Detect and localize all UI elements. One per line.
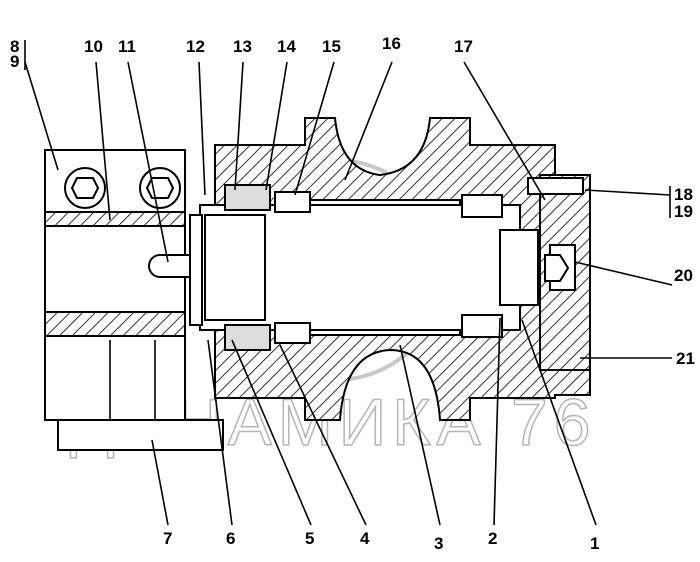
callout-18: 18 <box>674 185 693 204</box>
callout-labels: 8 9 10 11 12 13 14 15 16 17 18 19 20 21 … <box>10 34 695 553</box>
callout-13: 13 <box>233 37 252 56</box>
callout-8: 8 <box>10 37 19 56</box>
callout-17: 17 <box>454 37 473 56</box>
callout-20: 20 <box>674 266 693 285</box>
callout-3: 3 <box>434 534 443 553</box>
callout-6: 6 <box>226 529 235 548</box>
callout-14: 14 <box>277 37 296 56</box>
callout-21: 21 <box>676 349 695 368</box>
callout-15: 15 <box>322 37 341 56</box>
callout-16: 16 <box>382 34 401 53</box>
callout-1: 1 <box>590 534 599 553</box>
bracket <box>44 149 224 451</box>
callout-7: 7 <box>163 529 172 548</box>
callout-10: 10 <box>84 37 103 56</box>
callout-11: 11 <box>118 37 136 56</box>
callout-12: 12 <box>186 37 205 56</box>
callout-2: 2 <box>488 529 497 548</box>
callout-9: 9 <box>10 52 19 71</box>
callout-19: 19 <box>674 202 693 221</box>
roller-hub <box>189 117 591 421</box>
leader-lines <box>24 40 673 526</box>
callout-5: 5 <box>305 529 314 548</box>
callout-4: 4 <box>360 529 370 548</box>
